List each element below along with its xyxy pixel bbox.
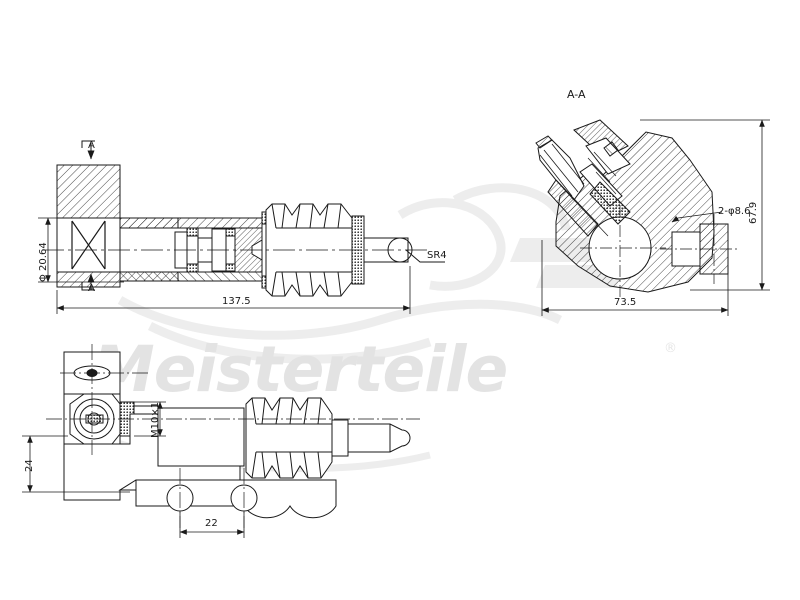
dimension-width-aa bbox=[541, 240, 729, 316]
section-aa-title: A-A bbox=[567, 88, 586, 101]
dimension-label-width-aa: 73.5 bbox=[614, 297, 637, 308]
bottom-view-geometry bbox=[46, 344, 420, 528]
bleeder-limb bbox=[535, 135, 609, 237]
section-marker-label-a-top: A bbox=[88, 140, 95, 151]
dimension-bracket-height bbox=[22, 435, 130, 493]
leader-sr4 bbox=[405, 249, 445, 263]
dimension-overall-length bbox=[56, 266, 411, 314]
dimension-label-bracket-height: 24 bbox=[24, 459, 35, 472]
dimension-label-bolt-holes: 2-φ8.6 bbox=[718, 206, 751, 217]
dimension-height-aa bbox=[640, 119, 770, 291]
bleed-screw bbox=[573, 119, 631, 225]
leader-bolt-holes bbox=[671, 211, 723, 223]
dimension-label-port-thread: M10×1 bbox=[150, 401, 161, 438]
section-aa-geometry bbox=[535, 119, 740, 300]
dimension-bore bbox=[38, 217, 124, 283]
mounting-bracket bbox=[118, 479, 337, 519]
section-marker-a-top bbox=[81, 140, 95, 160]
return-spring bbox=[71, 220, 106, 270]
dimension-label-tip-radius: SR4 bbox=[427, 250, 447, 261]
dust-boot-bottom bbox=[245, 397, 333, 479]
section-marker-label-a-bottom: A bbox=[88, 283, 95, 294]
dimension-label-bore-diameter: Φ 20.64 bbox=[38, 242, 49, 282]
push-rod-bottom bbox=[331, 419, 411, 457]
dimension-port-thread bbox=[134, 401, 166, 437]
dimension-label-hole-spacing: 22 bbox=[205, 518, 218, 529]
dimension-label-overall-length: 137.5 bbox=[222, 296, 251, 307]
dimension-hole-spacing bbox=[179, 512, 245, 538]
